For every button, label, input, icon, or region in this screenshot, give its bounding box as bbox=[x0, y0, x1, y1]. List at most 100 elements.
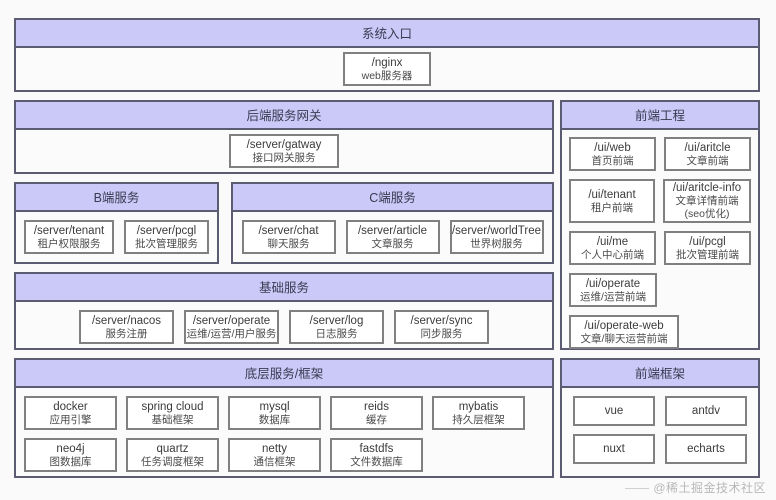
node-desc: 数据库 bbox=[258, 413, 291, 426]
node-desc: 服务注册 bbox=[105, 327, 148, 340]
node-fastdfs[interactable]: fastdfs 文件数据库 bbox=[330, 438, 423, 472]
node-desc: 文章前端 bbox=[686, 154, 729, 167]
node-server-tenant[interactable]: /server/tenant 租户权限服务 bbox=[24, 220, 114, 254]
node-desc: 个人中心前端 bbox=[581, 248, 644, 261]
node-code: antdv bbox=[691, 405, 721, 417]
section-title-system-entry: 系统入口 bbox=[16, 20, 758, 48]
node-server-sync[interactable]: /server/sync 同步服务 bbox=[394, 310, 489, 344]
node-desc: 图数据库 bbox=[49, 455, 92, 468]
node-code: /server/nacos bbox=[91, 314, 162, 327]
node-desc: 世界树服务 bbox=[470, 237, 523, 250]
node-code: /ui/operate bbox=[585, 277, 641, 290]
node-code: /server/article bbox=[357, 224, 428, 237]
section-b-side-service: B端服务 /server/tenant 租户权限服务 /server/pcgl … bbox=[14, 182, 219, 264]
watermark-rule bbox=[625, 488, 650, 490]
node-code: reids bbox=[364, 400, 389, 413]
node-desc: 日志服务 bbox=[315, 327, 358, 340]
section-c-side-service: C端服务 /server/chat 聊天服务 /server/article 文… bbox=[231, 182, 554, 264]
node-code: /ui/pcgl bbox=[689, 235, 726, 248]
node-ui-pcgl[interactable]: /ui/pcgl 批次管理前端 bbox=[664, 231, 751, 265]
section-title-c-side-service: C端服务 bbox=[233, 184, 552, 212]
node-desc: 同步服务 bbox=[420, 327, 463, 340]
node-netty[interactable]: netty 通信框架 bbox=[228, 438, 321, 472]
node-desc: 文章/聊天运营前端 bbox=[580, 332, 668, 345]
node-nuxt[interactable]: nuxt bbox=[573, 434, 655, 464]
node-ui-me[interactable]: /ui/me 个人中心前端 bbox=[569, 231, 656, 265]
node-code: /server/worldTree bbox=[451, 224, 542, 237]
section-body-c-side-service: /server/chat 聊天服务 /server/article 文章服务 /… bbox=[233, 212, 552, 262]
node-row: /ui/me 个人中心前端 /ui/pcgl 批次管理前端 bbox=[569, 231, 751, 265]
node-code: netty bbox=[262, 442, 287, 455]
node-desc: 运维/运营前端 bbox=[580, 290, 646, 303]
node-mybatis[interactable]: mybatis 持久层框架 bbox=[432, 396, 525, 430]
node-row: /server/tenant 租户权限服务 /server/pcgl 批次管理服… bbox=[24, 220, 209, 254]
section-title-bottom-framework: 底层服务/框架 bbox=[16, 360, 552, 388]
node-row: nuxt echarts bbox=[570, 434, 750, 464]
node-ui-operate-web[interactable]: /ui/operate-web 文章/聊天运营前端 bbox=[569, 315, 679, 349]
node-code: echarts bbox=[687, 443, 725, 455]
section-body-frontend-engineering: /ui/web 首页前端 /ui/aritcle 文章前端 /ui/tenant… bbox=[562, 130, 758, 349]
section-body-b-side-service: /server/tenant 租户权限服务 /server/pcgl 批次管理服… bbox=[16, 212, 217, 262]
node-ui-operate[interactable]: /ui/operate 运维/运营前端 bbox=[569, 273, 657, 307]
section-body-backend-gateway: /server/gatway 接口网关服务 bbox=[16, 130, 552, 172]
node-row: docker 应用引擎 spring cloud 基础框架 mysql 数据库 … bbox=[24, 396, 544, 430]
node-quartz[interactable]: quartz 任务调度框架 bbox=[126, 438, 219, 472]
node-antdv[interactable]: antdv bbox=[665, 396, 747, 426]
node-code: /server/operate bbox=[192, 314, 271, 327]
section-body-base-service: /server/nacos 服务注册 /server/operate 运维/运营… bbox=[16, 302, 552, 348]
node-code: /ui/operate-web bbox=[584, 319, 664, 332]
node-code: /ui/web bbox=[594, 141, 631, 154]
node-desc: 批次管理服务 bbox=[135, 237, 198, 250]
node-server-worldtree[interactable]: /server/worldTree 世界树服务 bbox=[449, 220, 544, 254]
node-spring-cloud[interactable]: spring cloud 基础框架 bbox=[126, 396, 219, 430]
node-reids[interactable]: reids 缓存 bbox=[330, 396, 423, 430]
node-row: /server/nacos 服务注册 /server/operate 运维/运营… bbox=[24, 310, 544, 344]
node-ui-aritcle[interactable]: /ui/aritcle 文章前端 bbox=[664, 137, 751, 171]
node-code: mybatis bbox=[458, 400, 499, 413]
node-desc: 聊天服务 bbox=[267, 237, 310, 250]
node-echarts[interactable]: echarts bbox=[665, 434, 747, 464]
node-server-operate[interactable]: /server/operate 运维/运营/用户服务 bbox=[184, 310, 279, 344]
node-row: /ui/operate 运维/运营前端 bbox=[569, 273, 751, 307]
node-server-chat[interactable]: /server/chat 聊天服务 bbox=[241, 220, 336, 254]
node-desc: web服务器 bbox=[361, 69, 413, 82]
section-title-frontend-framework: 前端框架 bbox=[562, 360, 758, 388]
section-frontend-engineering: 前端工程 /ui/web 首页前端 /ui/aritcle 文章前端 /ui/t… bbox=[560, 100, 760, 350]
node-desc: 首页前端 bbox=[591, 154, 634, 167]
node-server-pcgl[interactable]: /server/pcgl 批次管理服务 bbox=[124, 220, 209, 254]
node-desc: 批次管理前端 bbox=[676, 248, 739, 261]
node-code: /server/chat bbox=[258, 224, 319, 237]
node-ui-web[interactable]: /ui/web 首页前端 bbox=[569, 137, 656, 171]
node-code: nuxt bbox=[603, 443, 625, 455]
node-desc-secondary: (seo优化) bbox=[684, 208, 730, 220]
node-code: vue bbox=[604, 405, 624, 417]
node-code: /nginx bbox=[371, 56, 403, 69]
node-desc: 应用引擎 bbox=[49, 413, 92, 426]
node-vue[interactable]: vue bbox=[573, 396, 655, 426]
section-body-bottom-framework: docker 应用引擎 spring cloud 基础框架 mysql 数据库 … bbox=[16, 388, 552, 476]
node-row: /ui/web 首页前端 /ui/aritcle 文章前端 bbox=[569, 137, 751, 171]
node-code: /server/pcgl bbox=[136, 224, 197, 237]
node-desc: 运维/运营/用户服务 bbox=[186, 327, 277, 340]
node-code: fastdfs bbox=[359, 442, 394, 455]
node-code: /server/tenant bbox=[33, 224, 105, 237]
section-title-backend-gateway: 后端服务网关 bbox=[16, 102, 552, 130]
section-body-system-entry: /nginx web服务器 bbox=[16, 48, 758, 90]
node-ui-tenant[interactable]: /ui/tenant 租户前端 bbox=[569, 179, 655, 223]
node-mysql[interactable]: mysql 数据库 bbox=[228, 396, 321, 430]
node-desc: 持久层框架 bbox=[452, 413, 505, 426]
node-neo4j[interactable]: neo4j 图数据库 bbox=[24, 438, 117, 472]
node-code: /ui/aritcle-info bbox=[672, 182, 742, 194]
node-server-article[interactable]: /server/article 文章服务 bbox=[345, 220, 440, 254]
node-code: spring cloud bbox=[141, 400, 204, 413]
node-server-nacos[interactable]: /server/nacos 服务注册 bbox=[79, 310, 174, 344]
node-code: mysql bbox=[259, 400, 290, 413]
node-server-log[interactable]: /server/log 日志服务 bbox=[289, 310, 384, 344]
node-nginx[interactable]: /nginx web服务器 bbox=[343, 52, 431, 86]
node-code: /server/sync bbox=[410, 314, 473, 327]
node-docker[interactable]: docker 应用引擎 bbox=[24, 396, 117, 430]
node-ui-aritcle-info[interactable]: /ui/aritcle-info 文章详情前端 (seo优化) bbox=[663, 179, 751, 223]
section-title-frontend-engineering: 前端工程 bbox=[562, 102, 758, 130]
node-server-gatway[interactable]: /server/gatway 接口网关服务 bbox=[229, 134, 339, 168]
